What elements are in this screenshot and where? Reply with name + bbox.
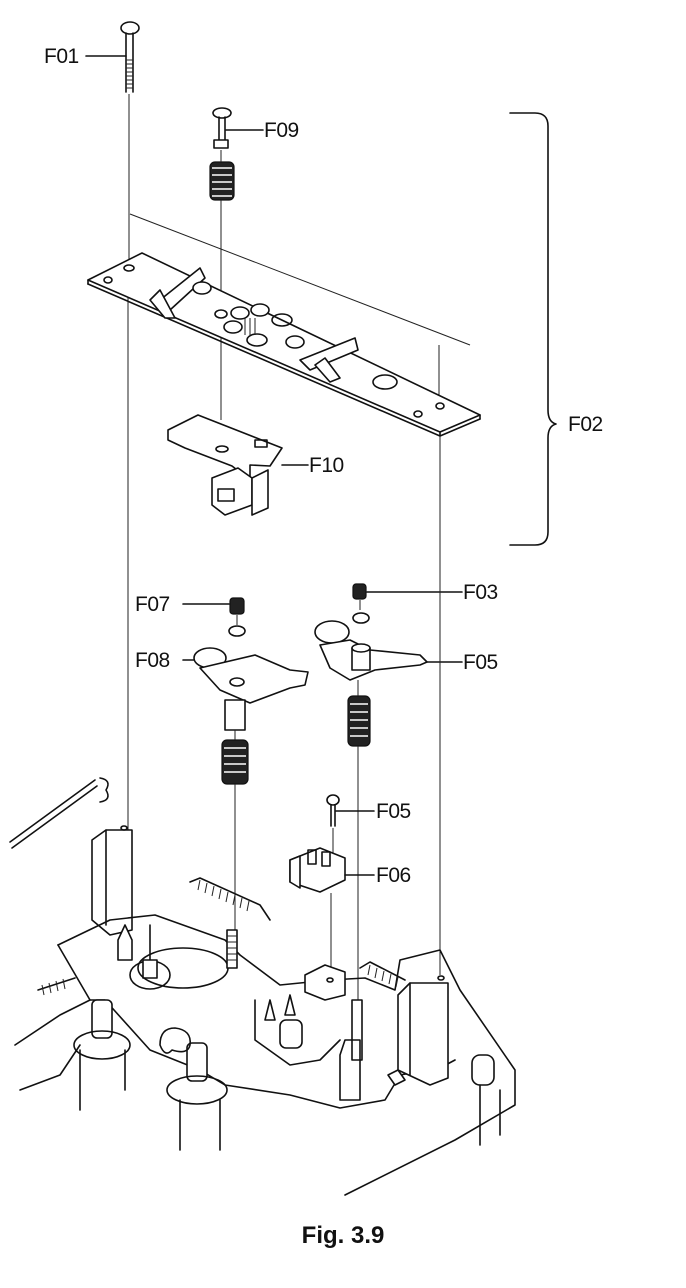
spring-f09 [209,161,235,201]
part-label-f08: F08 [135,649,170,672]
chassis-base [9,777,516,1196]
part-label-f05: F05 [376,800,411,823]
lever-f04 [314,620,428,681]
part-label-f10: F10 [309,454,344,477]
part-label-f04: F05 [463,651,498,674]
pin-f09 [212,107,232,149]
part-label-f07: F07 [135,593,170,616]
washer-f03 [352,612,370,624]
nut-f03 [352,583,367,600]
spring-f08 [221,739,249,785]
screw-f01 [120,21,140,93]
spring-f04 [347,695,371,747]
nut-f07 [229,597,245,615]
bracket-f10 [167,414,283,516]
screw-f05 [326,794,340,827]
part-label-f01: F01 [44,45,79,68]
part-label-f02: F02 [568,413,603,436]
block-f06 [289,847,346,893]
bracket-f02 [509,112,557,546]
part-label-f06: F06 [376,864,411,887]
washer-f07 [228,625,246,637]
plate-f02 [87,252,481,437]
part-label-f09: F09 [264,119,299,142]
lever-f08 [193,647,309,731]
part-label-f03: F03 [463,581,498,604]
figure-caption: Fig. 3.9 [301,1222,385,1249]
